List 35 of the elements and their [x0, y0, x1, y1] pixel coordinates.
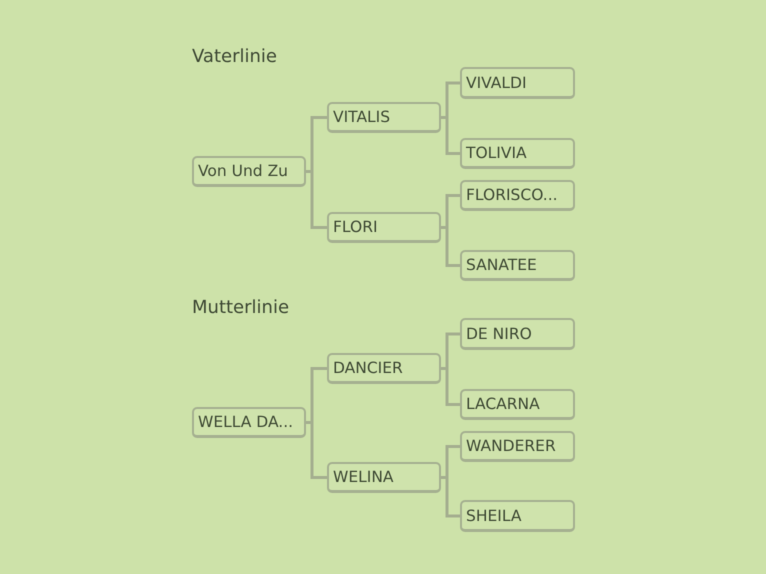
connector-line — [441, 367, 460, 406]
pedigree-box — [460, 67, 575, 99]
horse-name: FLORI — [333, 218, 378, 236]
horse-name: SANATEE — [466, 256, 537, 274]
horse-name: WANDERER — [466, 437, 556, 455]
connector-line — [441, 116, 460, 155]
pedigree-box — [192, 156, 306, 187]
pedigree-box — [327, 102, 441, 133]
pedigree-box — [460, 138, 575, 169]
pedigree-box — [460, 500, 575, 532]
section-heading: Vaterlinie — [192, 46, 277, 68]
horse-name: VITALIS — [333, 108, 390, 126]
horse-name: TOLIVIA — [466, 144, 527, 162]
horse-name: VIVALDI — [466, 74, 527, 92]
pedigree-box — [460, 250, 575, 281]
horse-name: Von Und Zu — [198, 162, 288, 180]
connector-line — [306, 421, 327, 479]
pedigree-box — [460, 431, 575, 462]
horse-name: LACARNA — [466, 395, 540, 413]
pedigree-box — [460, 180, 575, 211]
pedigree-box — [327, 353, 441, 384]
horse-name: DANCIER — [333, 359, 403, 377]
horse-name: SHEILA — [466, 506, 522, 524]
pedigree-box — [327, 462, 441, 493]
horse-name: FLORISCO... — [466, 186, 558, 204]
pedigree-box — [460, 389, 575, 420]
horse-name: WELLA DA... — [198, 413, 294, 431]
horse-name: DE NIRO — [466, 324, 532, 342]
pedigree-box — [192, 407, 306, 438]
pedigree-box — [460, 318, 575, 350]
section-heading: Mutterlinie — [192, 297, 290, 319]
pedigree-box — [327, 212, 441, 243]
connector-line — [306, 170, 327, 229]
horse-name: WELINA — [333, 468, 394, 486]
connector-line — [441, 476, 460, 518]
